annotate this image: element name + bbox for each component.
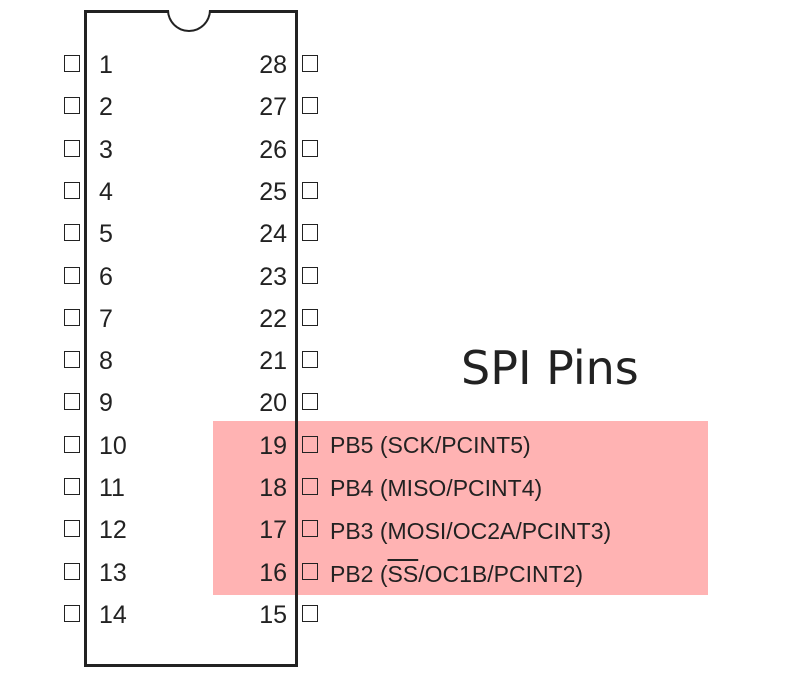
pin-number-left: 14 — [99, 600, 127, 629]
pin-pad-left — [64, 351, 80, 369]
signal-label-pin18: PB4 (MISO/PCINT4) — [330, 475, 543, 501]
pin-pad-right — [302, 351, 318, 369]
signal-label-pin16: PB2 (SS/OC1B/PCINT2) — [330, 563, 583, 586]
signal-label-pin16-prefix: PB2 ( — [330, 561, 388, 587]
pin-pad-left — [64, 478, 80, 495]
pin-number-right: 25 — [259, 177, 287, 206]
pin-number-left: 4 — [99, 177, 113, 206]
pin-pad-right — [302, 562, 318, 580]
pin-pad-left — [64, 308, 80, 326]
signal-label-pin17: PB3 (MOSI/OC2A/PCINT3) — [330, 518, 612, 544]
pin-pad-right — [302, 393, 318, 411]
pin-pad-right — [302, 55, 318, 72]
pin-number-right: 17 — [259, 516, 287, 545]
pin-pad-left — [64, 97, 80, 115]
pin-pad-right — [302, 308, 318, 326]
pin-number-right: 15 — [259, 600, 287, 629]
pin-number-right: 23 — [259, 262, 287, 291]
pin-number-right: 16 — [259, 558, 287, 587]
pin-number-right: 24 — [259, 220, 287, 249]
pin-number-left: 2 — [99, 93, 113, 122]
pin-number-right: 21 — [259, 347, 287, 376]
pin-pad-left — [64, 55, 80, 72]
pin-pad-left — [64, 224, 80, 242]
pin-number-left: 9 — [99, 389, 113, 418]
pin-pad-left — [64, 266, 80, 284]
pin-number-left: 6 — [99, 262, 113, 291]
pin-number-left: 3 — [99, 135, 113, 164]
pin-pad-right — [302, 520, 318, 538]
pin-pad-left — [64, 139, 80, 157]
pin-pad-right — [302, 435, 318, 453]
pin-number-right: 18 — [259, 474, 287, 502]
pin-number-right: 26 — [259, 135, 287, 164]
pin-pad-left — [64, 181, 80, 199]
pin-pad-left — [64, 604, 80, 622]
pin-number-right: 28 — [259, 51, 287, 79]
pin-pad-right — [302, 97, 318, 115]
signal-label-pin16-suffix: /OC1B/PCINT2) — [418, 561, 584, 587]
pin-number-right: 19 — [259, 431, 287, 460]
pin-pad-left — [64, 520, 80, 538]
pin-pad-right — [302, 478, 318, 495]
pin-number-left: 13 — [99, 558, 127, 587]
pin-pad-left — [64, 435, 80, 453]
pin-number-left: 11 — [99, 474, 125, 502]
pin-pad-left — [64, 393, 80, 411]
pin-pad-left — [64, 562, 80, 580]
pin-pad-right — [302, 139, 318, 157]
pin-number-left: 5 — [99, 220, 113, 249]
pin-pad-right — [302, 266, 318, 284]
pin-pad-right — [302, 224, 318, 242]
pin-number-right: 27 — [259, 93, 287, 122]
pin-number-left: 8 — [99, 347, 113, 376]
diagram-title: SPI Pins — [461, 341, 639, 395]
pin-number-left: 7 — [99, 304, 113, 333]
pin-number-right: 20 — [259, 389, 287, 418]
pin-number-right: 22 — [259, 304, 287, 333]
pin-pad-right — [302, 604, 318, 622]
signal-label-pin16-ss: SS — [387, 561, 419, 587]
pin-number-left: 1 — [99, 51, 113, 79]
pin-number-left: 10 — [99, 431, 127, 460]
pin-pad-right — [302, 181, 318, 199]
signal-label-pin19: PB5 (SCK/PCINT5) — [330, 432, 531, 458]
pin-number-left: 12 — [99, 516, 127, 545]
